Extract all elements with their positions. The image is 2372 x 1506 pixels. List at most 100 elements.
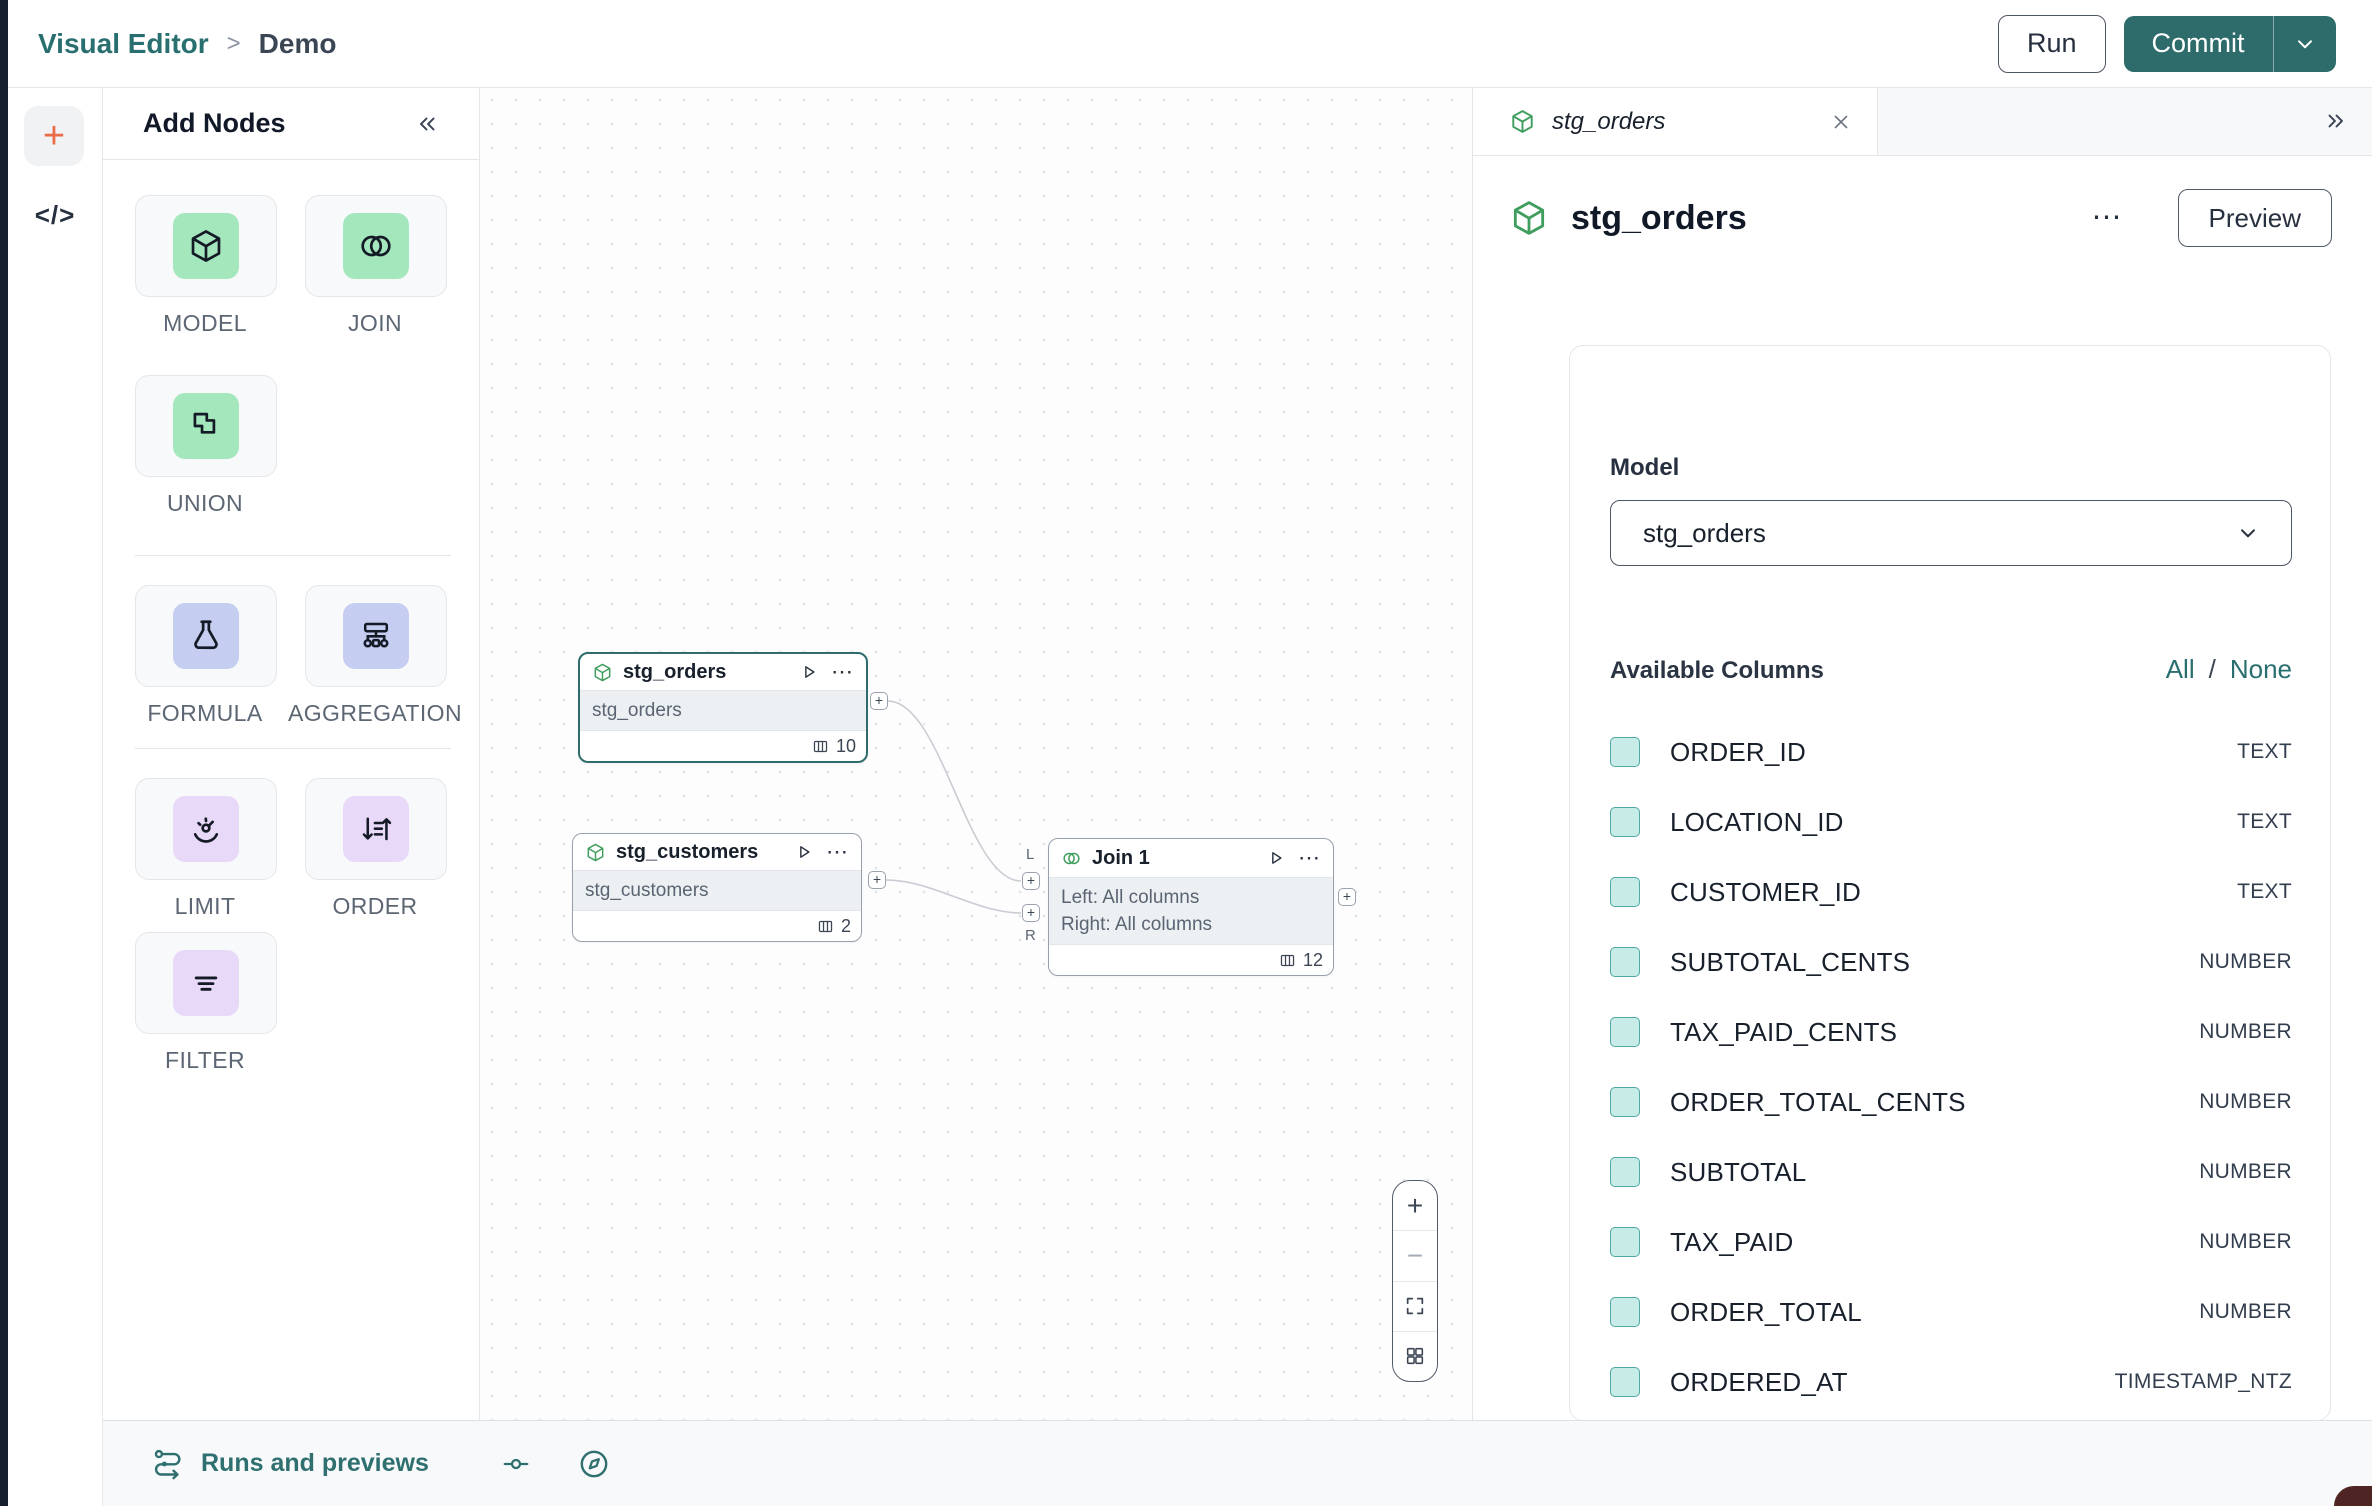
select-all-link[interactable]: All	[2165, 654, 2195, 684]
add-node-filter[interactable]	[135, 932, 277, 1034]
column-checkbox[interactable]	[1610, 947, 1640, 977]
available-columns-title: Available Columns	[1610, 657, 1824, 684]
column-row: TAX_PAID_CENTS NUMBER	[1610, 997, 2292, 1067]
select-links-separator: /	[2208, 654, 2216, 684]
add-node-union[interactable]	[135, 375, 277, 477]
cube-icon	[1509, 198, 1549, 238]
plus-icon: +	[42, 114, 66, 157]
column-type: NUMBER	[2199, 1020, 2292, 1043]
column-checkbox[interactable]	[1610, 737, 1640, 767]
code-icon: </>	[34, 200, 76, 230]
columns-list: ORDER_ID TEXT LOCATION_ID TEXT CUSTOMER_…	[1610, 717, 2292, 1417]
column-row: ORDER_TOTAL NUMBER	[1610, 1277, 2292, 1347]
add-node-order[interactable]	[305, 778, 447, 880]
panel-menu-icon[interactable]: ⋯	[2091, 201, 2124, 234]
node-menu-icon[interactable]: ⋯	[1298, 845, 1321, 870]
help-widget-corner[interactable]	[2334, 1486, 2372, 1506]
add-node-order-label: ORDER	[332, 893, 418, 919]
model-select-value: stg_orders	[1643, 517, 1766, 548]
run-node-icon[interactable]	[799, 662, 819, 682]
node-subtitle: stg_customers	[585, 880, 709, 901]
run-node-icon[interactable]	[1266, 848, 1286, 868]
chevrons-right-icon[interactable]	[2323, 108, 2349, 134]
column-checkbox[interactable]	[1610, 1087, 1640, 1117]
columns-icon	[812, 738, 829, 755]
add-node-aggregation-label: AGGREGATION	[288, 700, 462, 726]
column-checkbox[interactable]	[1610, 1157, 1640, 1187]
commit-button-label: Commit	[2151, 28, 2245, 58]
node-subtitle: stg_orders	[592, 700, 682, 721]
canvas-node-stg-orders[interactable]: stg_orders ⋯ stg_orders 10	[578, 652, 868, 763]
breadcrumb-current-demo: Demo	[258, 27, 337, 59]
run-button[interactable]: Run	[1997, 14, 2106, 73]
breadcrumb-visual-editor-link[interactable]: Visual Editor	[38, 27, 209, 59]
add-node-formula-label: FORMULA	[147, 700, 263, 726]
column-checkbox[interactable]	[1610, 1367, 1640, 1397]
node-footer: 12	[1049, 945, 1333, 975]
node-body: stg_customers	[573, 870, 861, 911]
node-header: stg_customers ⋯	[573, 834, 861, 870]
node-menu-icon[interactable]: ⋯	[831, 659, 854, 684]
canvas-node-stg-customers[interactable]: stg_customers ⋯ stg_customers 2	[572, 833, 862, 942]
column-checkbox[interactable]	[1610, 1297, 1640, 1327]
column-checkbox[interactable]	[1610, 1017, 1640, 1047]
chevrons-left-icon[interactable]	[414, 111, 440, 137]
add-node-aggregation[interactable]	[305, 585, 447, 687]
top-bar: Visual Editor > Demo Run Commit	[8, 0, 2372, 88]
tab-stg-orders[interactable]: stg_orders	[1473, 88, 1878, 155]
commit-button[interactable]: Commit	[2124, 16, 2273, 72]
zoom-in-button[interactable]: +	[1393, 1181, 1437, 1232]
union-squares-icon	[187, 407, 225, 445]
column-type: TEXT	[2237, 740, 2292, 763]
add-node-formula[interactable]	[135, 585, 277, 687]
add-node-limit-label: LIMIT	[174, 893, 236, 919]
input-handle-join-right[interactable]: +	[1022, 904, 1040, 922]
tab-label: stg_orders	[1552, 107, 1666, 135]
layout-grid-button[interactable]	[1393, 1332, 1437, 1381]
grid-icon	[1404, 1345, 1426, 1367]
filter-icon-tile	[173, 950, 239, 1016]
column-checkbox[interactable]	[1610, 1227, 1640, 1257]
add-node-join[interactable]	[305, 195, 447, 297]
compass-icon[interactable]	[577, 1447, 611, 1481]
commit-node-icon[interactable]	[501, 1449, 531, 1479]
input-handle-join-left[interactable]: +	[1022, 872, 1040, 890]
dag-canvas[interactable]: stg_orders ⋯ stg_orders 10 + stg_custome…	[480, 88, 1472, 1420]
plus-icon: +	[1026, 904, 1036, 920]
output-handle-join[interactable]: +	[1338, 888, 1356, 906]
node-menu-icon[interactable]: ⋯	[826, 839, 849, 864]
zoom-out-button[interactable]: −	[1393, 1231, 1437, 1282]
canvas-node-join-1[interactable]: Join 1 ⋯ Left: All columns Right: All co…	[1048, 838, 1334, 976]
close-icon[interactable]	[1829, 110, 1853, 134]
limit-icon-tile	[173, 796, 239, 862]
commit-button-divider	[2272, 15, 2274, 72]
breadcrumb: Visual Editor > Demo	[38, 28, 336, 60]
node-body: stg_orders	[580, 690, 866, 731]
fit-view-button[interactable]	[1393, 1282, 1437, 1332]
column-name: ORDERED_AT	[1670, 1366, 1848, 1397]
node-footer: 10	[580, 731, 866, 761]
left-rail: + </>	[8, 88, 103, 1506]
fit-view-icon	[1404, 1295, 1426, 1317]
column-checkbox[interactable]	[1610, 807, 1640, 837]
code-view-button[interactable]: </>	[8, 200, 102, 231]
join-icon-tile	[343, 213, 409, 279]
model-select[interactable]: stg_orders	[1610, 500, 2292, 566]
plus-icon: +	[1342, 888, 1352, 904]
join-input-left-label: L	[1026, 846, 1035, 863]
node-title: Join 1	[1092, 846, 1150, 869]
preview-button[interactable]: Preview	[2177, 189, 2332, 247]
run-node-icon[interactable]	[794, 842, 814, 862]
cube-icon	[187, 227, 225, 265]
output-handle-stg-orders[interactable]: +	[870, 692, 888, 710]
column-checkbox[interactable]	[1610, 877, 1640, 907]
select-none-link[interactable]: None	[2229, 654, 2292, 684]
add-node-model[interactable]	[135, 195, 277, 297]
commit-dropdown-button[interactable]	[2274, 16, 2336, 72]
runs-and-previews-button[interactable]: Runs and previews	[151, 1447, 429, 1481]
sort-arrows-icon	[357, 810, 395, 848]
output-handle-stg-customers[interactable]: +	[868, 871, 886, 889]
add-node-rail-button[interactable]: +	[24, 106, 84, 166]
add-node-limit[interactable]	[135, 778, 277, 880]
